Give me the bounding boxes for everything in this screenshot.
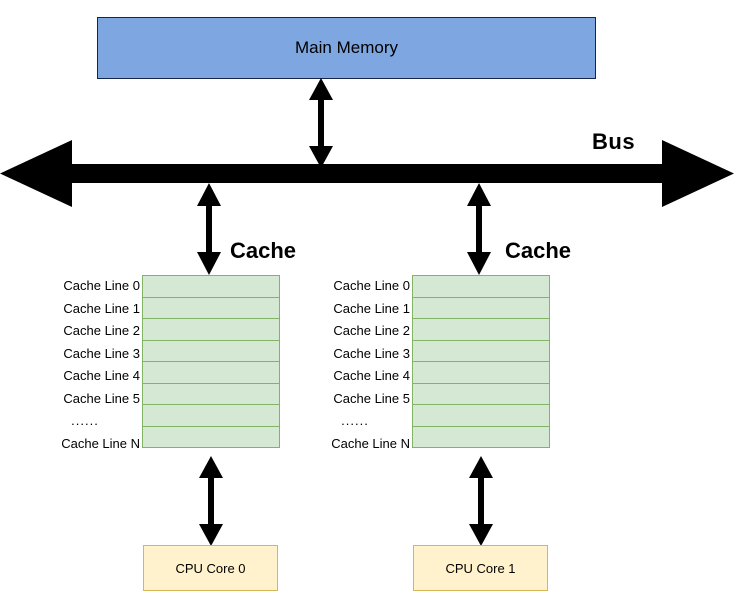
cache-line-box (142, 318, 280, 341)
cache-line-box (142, 339, 280, 362)
cache-line-box (412, 296, 550, 319)
cache-line-label: Cache Line 4 (333, 368, 410, 383)
cache-line-label-ellipsis: ...... (71, 413, 99, 428)
cache-stack-left (142, 275, 280, 448)
cpu-core-0-block: CPU Core 0 (143, 545, 278, 591)
cpu-core-0-label: CPU Core 0 (175, 560, 246, 576)
cache-line-labels-left: Cache Line 0 Cache Line 1 Cache Line 2 C… (44, 275, 140, 455)
cache-line-box (412, 425, 550, 448)
cache-line-label: Cache Line N (331, 435, 410, 451)
cache-stack-right (412, 275, 550, 448)
cache-line-box (142, 296, 280, 319)
main-memory-label: Main Memory (295, 38, 398, 57)
main-memory-block: Main Memory (97, 17, 596, 79)
cache-line-labels-right: Cache Line 0 Cache Line 1 Cache Line 2 C… (314, 275, 410, 455)
cache-line-box (412, 404, 550, 427)
cache-line-box (412, 318, 550, 341)
cache-label-right: Cache (505, 238, 572, 263)
cache-line-box (412, 275, 550, 298)
cache-line-box (412, 339, 550, 362)
cpu-core-1-block: CPU Core 1 (413, 545, 548, 591)
cache-line-label: Cache Line 1 (333, 300, 410, 316)
cache-line-label: Cache Line N (61, 435, 140, 451)
cache-line-box (142, 425, 280, 448)
memory-to-bus-arrow (309, 78, 333, 168)
cache-line-box (142, 361, 280, 384)
cache-label-left: Cache (230, 238, 297, 263)
cache-line-label: Cache Line 2 (63, 323, 140, 338)
left-cache-to-core0-arrow (199, 456, 223, 546)
cache-line-label: Cache Line 3 (333, 345, 410, 361)
cache-line-label-ellipsis: ...... (341, 413, 369, 428)
cpu-core-1-label: CPU Core 1 (445, 560, 516, 576)
cache-line-label: Cache Line 4 (63, 368, 140, 383)
bus-label: Bus (592, 129, 636, 154)
cache-line-box (142, 275, 280, 298)
cache-line-label: Cache Line 5 (333, 390, 410, 406)
cache-line-label: Cache Line 1 (63, 300, 140, 316)
cache-line-label: Cache Line 2 (333, 323, 410, 338)
bus-to-right-cache-arrow (467, 183, 491, 275)
cache-line-box (142, 382, 280, 405)
right-cache-to-core1-arrow (469, 456, 493, 546)
cache-line-label: Cache Line 5 (63, 390, 140, 406)
cache-line-label: Cache Line 3 (63, 345, 140, 361)
bus-to-left-cache-arrow (197, 183, 221, 275)
cache-line-box (412, 361, 550, 384)
cache-line-label: Cache Line 0 (63, 278, 140, 293)
cache-line-label: Cache Line 0 (333, 278, 410, 293)
cache-line-box (412, 382, 550, 405)
cache-line-box (142, 404, 280, 427)
